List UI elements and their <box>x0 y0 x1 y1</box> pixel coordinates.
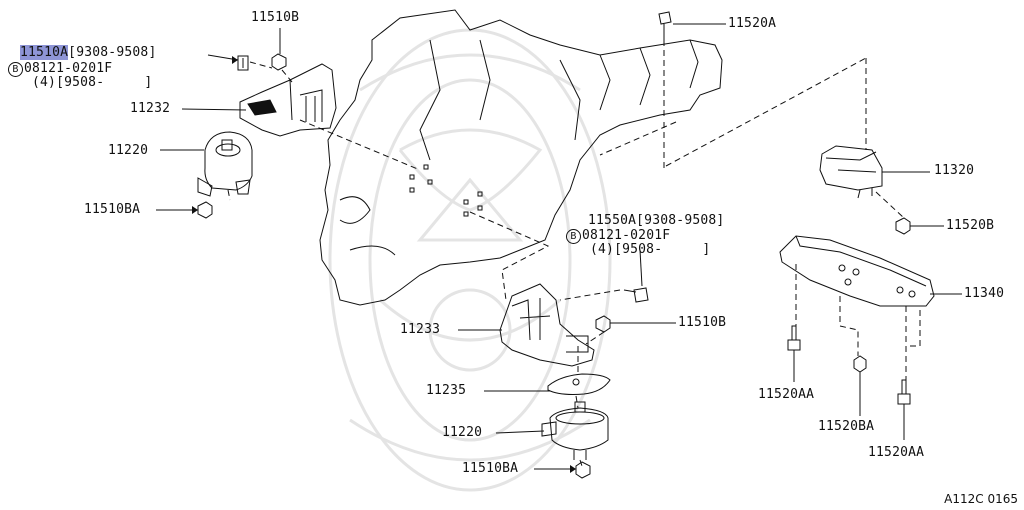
engine-transmission-outline <box>319 9 723 306</box>
bracket-11232-drawing <box>239 63 337 137</box>
crossmember-11340-drawing <box>779 235 935 307</box>
label-bolt-qty-mid: (4)[9508- ] <box>590 242 711 257</box>
label-11232: 11232 <box>130 101 171 116</box>
label-11510A-row: 11510A[9308-9508] <box>20 45 157 60</box>
nut-11510B-top-drawing <box>271 53 287 71</box>
label-bolt-no-top: 08121-0201F <box>24 61 113 76</box>
label-11520AA-right: 11520AA <box>868 445 925 460</box>
engine-mount-holes <box>409 164 483 217</box>
arrowheads <box>192 56 576 473</box>
bolt-11550A-drawing <box>623 287 649 303</box>
diagram-code: A112C 0165 <box>944 492 1018 506</box>
label-11510BA-top: 11510BA <box>84 202 141 217</box>
bolt-11510A-drawing <box>237 55 249 71</box>
label-bolt-qty-top: (4)[9508- ] <box>32 75 153 90</box>
leader-lines <box>156 23 962 470</box>
plate-11235-drawing <box>547 373 611 395</box>
bolt-11520AA-left-drawing <box>787 325 801 351</box>
label-bolt-no-mid: 08121-0201F <box>582 228 671 243</box>
label-11520B: 11520B <box>946 218 995 233</box>
label-11510B-top: 11510B <box>251 10 300 25</box>
label-11220-top: 11220 <box>108 143 149 158</box>
label-11520A: 11520A <box>728 16 777 31</box>
nut-11510B-mid-drawing <box>595 315 611 333</box>
label-11233: 11233 <box>400 322 441 337</box>
mount-11220-bottom-drawing <box>549 407 609 451</box>
bracket-11233-drawing <box>499 283 595 367</box>
label-11220-bottom: 11220 <box>442 425 483 440</box>
mount-11320-drawing <box>819 145 883 191</box>
label-11520BA: 11520BA <box>818 419 875 434</box>
bolt-mark-icon: B <box>8 62 23 77</box>
label-11510A[interactable]: 11510A <box>20 45 69 60</box>
label-11320: 11320 <box>934 163 975 178</box>
label-11520AA-left: 11520AA <box>758 387 815 402</box>
label-11235: 11235 <box>426 383 467 398</box>
nut-11510BA-bottom-drawing <box>575 461 591 479</box>
label-11340: 11340 <box>964 286 1005 301</box>
bolt-11520A-drawing <box>658 11 672 40</box>
label-11510A-range: [9308-9508] <box>68 45 157 60</box>
nut-11510BA-top-drawing <box>197 201 213 219</box>
dashed-guides <box>227 40 921 467</box>
bolt-11520AA-right-drawing <box>897 379 911 405</box>
label-11510B-mid: 11510B <box>678 315 727 330</box>
mount-11220-top-drawing <box>204 131 253 191</box>
label-11510BA-bottom: 11510BA <box>462 461 519 476</box>
nut-11520B-drawing <box>895 217 911 235</box>
bolt-mark-icon: B <box>566 229 581 244</box>
nut-11520BA-drawing <box>853 355 867 373</box>
label-11550A: 11550A[9308-9508] <box>588 213 725 228</box>
